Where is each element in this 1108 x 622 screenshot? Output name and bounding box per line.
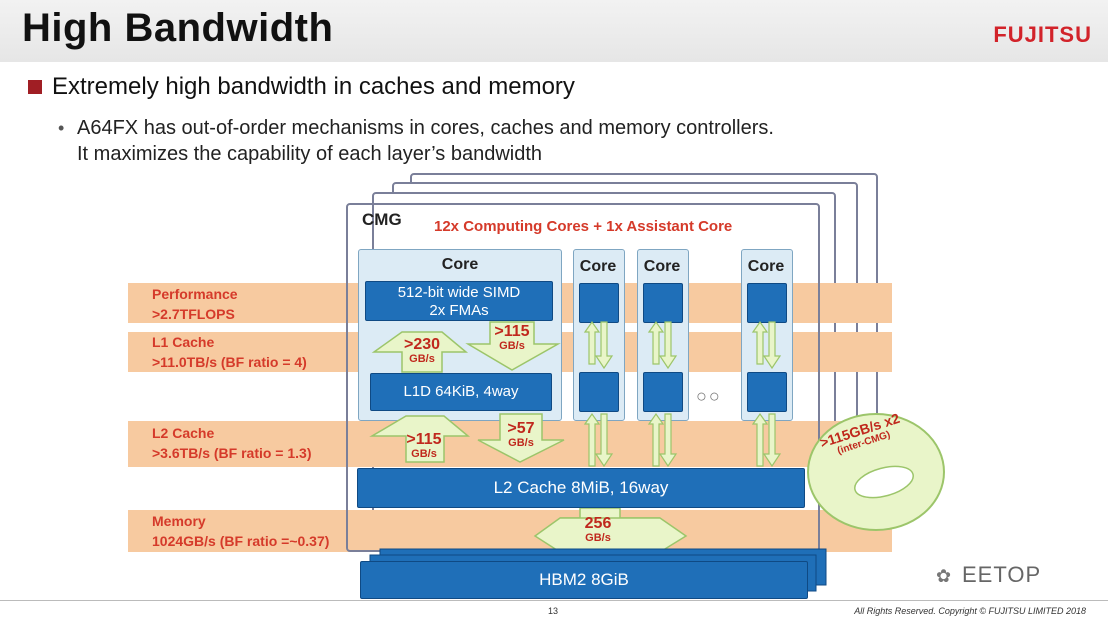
sub-bullet: A64FX has out-of-order mechanisms in cor… (77, 115, 774, 167)
core-small-2-label: Core (643, 258, 681, 275)
sub-bullet-line1: A64FX has out-of-order mechanisms in cor… (77, 117, 774, 139)
core1-arrow-down (594, 321, 614, 370)
arrow-256-value: 256 (584, 515, 612, 532)
arrow-230-value: >230 (403, 336, 441, 353)
core-small-1-l1d (579, 372, 619, 412)
performance-title: Performance (152, 286, 238, 302)
arrow-57-unit: GB/s (508, 437, 534, 449)
memory-band (128, 510, 892, 552)
core2-l2-arrow-up (647, 412, 665, 467)
core3-arrow-down (762, 321, 782, 370)
wechat-icon: ✿ (936, 566, 952, 586)
core2-arrow-up (647, 320, 665, 365)
core-small-2-simd (643, 283, 683, 323)
page-number: 13 (548, 606, 559, 616)
core-detail-label: Core (441, 256, 479, 273)
arrow-57-shape (477, 413, 565, 463)
l2-label: L2 Cache >3.6TB/s (BF ratio = 1.3) (152, 423, 312, 463)
l1-value: >11.0TB/s (BF ratio = 4) (152, 354, 307, 370)
core-small-1-label: Core (579, 258, 617, 275)
core-small-3-label: Core (747, 258, 785, 275)
arrow-57-value: >57 (507, 420, 535, 437)
simd-block: 512-bit wide SIMD 2x FMAs (365, 281, 553, 321)
arrow-115-l2-value: >115 (406, 431, 442, 448)
title-band (0, 0, 1108, 62)
sub-bullet-line2: It maximizes the capability of each laye… (77, 143, 543, 165)
l1-title: L1 Cache (152, 334, 215, 350)
arrow-115-l2-shape (369, 415, 471, 463)
memory-value: 1024GB/s (BF ratio =~0.37) (152, 533, 330, 549)
more-cores-ellipsis: ○○ (696, 386, 722, 406)
arrow-115-l1-unit: GB/s (499, 340, 525, 352)
core2-arrow-down (658, 321, 678, 370)
arrow-115-l2-unit: GB/s (411, 448, 437, 460)
watermark: EETOP (962, 562, 1042, 587)
arrow-115-l2-label: >115 GB/s (394, 431, 454, 460)
l2-cache-block: L2 Cache 8MiB, 16way (357, 468, 805, 508)
core-small-3-simd (747, 283, 787, 323)
hbm2-block: HBM2 8GiB (360, 561, 808, 599)
page-title: High Bandwidth (22, 6, 334, 50)
arrow-230-label: >230 GB/s (392, 336, 452, 365)
performance-value: >2.7TFLOPS (152, 306, 235, 322)
core3-l2-arrow-down (762, 413, 782, 468)
arrow-230-unit: GB/s (409, 353, 435, 365)
main-bullet: Extremely high bandwidth in caches and m… (52, 73, 575, 100)
core3-l2-arrow-up (751, 412, 769, 467)
core-small-2-l1d (643, 372, 683, 412)
arrow-256-unit: GB/s (585, 532, 611, 544)
arrow-115-l1-value: >115 (494, 323, 530, 340)
l1d-block: L1D 64KiB, 4way (370, 373, 552, 411)
footer-divider (0, 600, 1108, 601)
core1-arrow-up (583, 320, 601, 365)
cores-title: 12x Computing Cores + 1x Assistant Core (434, 218, 733, 235)
l2-value: >3.6TB/s (BF ratio = 1.3) (152, 445, 312, 461)
memory-title: Memory (152, 513, 206, 529)
simd-line1: 512-bit wide SIMD (397, 284, 521, 301)
core2-l2-arrow-down (658, 413, 678, 468)
memory-label: Memory 1024GB/s (BF ratio =~0.37) (152, 511, 329, 551)
core1-l2-arrow-up (583, 412, 601, 467)
l1-label: L1 Cache >11.0TB/s (BF ratio = 4) (152, 332, 307, 372)
core1-l2-arrow-down (594, 413, 614, 468)
arrow-115-l1-label: >115 GB/s (488, 323, 536, 352)
cmg-label: CMG (362, 210, 402, 229)
fujitsu-logo: FUJITSU (993, 22, 1092, 47)
arrow-57-label: >57 GB/s (496, 420, 546, 449)
core-small-1-simd (579, 283, 619, 323)
sub-bullet-dot-icon: • (58, 118, 65, 138)
simd-line2: 2x FMAs (429, 302, 489, 319)
copyright-text: All Rights Reserved. Copyright © FUJITSU… (854, 606, 1086, 616)
performance-label: Performance >2.7TFLOPS (152, 284, 238, 324)
arrow-256-label: 256 GB/s (578, 515, 618, 544)
inter-cmg-ring-hole (854, 465, 914, 499)
arrow-230-shape (371, 331, 469, 373)
arrow-115-l1-shape (465, 321, 561, 371)
bullet-square-icon (28, 80, 42, 94)
core3-arrow-up (751, 320, 769, 365)
core-small-3-l1d (747, 372, 787, 412)
l2-title: L2 Cache (152, 425, 215, 441)
